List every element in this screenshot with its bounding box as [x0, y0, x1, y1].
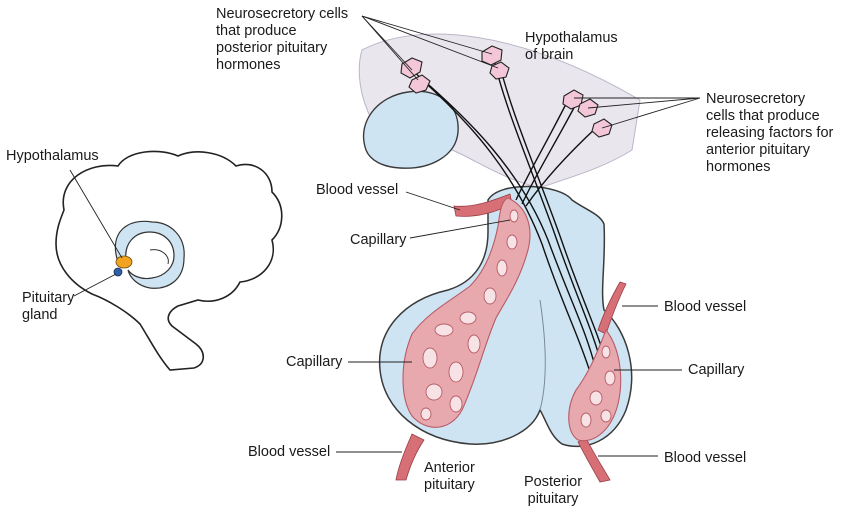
label-blood-vessel-lower-right: Blood vessel: [664, 450, 747, 466]
label-capillary-upper: Capillary: [350, 232, 407, 248]
label-pituitary-gland: Pituitary gland: [22, 290, 75, 323]
label-hypothalamus-of-brain: Hypothalamus of brain: [525, 30, 618, 63]
brain-outline: [55, 150, 283, 371]
label-blood-vessel-right: Blood vessel: [664, 299, 747, 315]
neuron-cell: [489, 61, 510, 80]
neuron-cell: [481, 45, 503, 66]
leader-lines: [69, 15, 701, 457]
lower-right-blood-vessel: [577, 437, 611, 483]
label-blood-vessel-lower-left: Blood vessel: [248, 444, 331, 460]
neurosecretory-cells: [400, 45, 613, 138]
posterior-capillary-network: [568, 328, 622, 442]
label-blood-vessel-upper: Blood vessel: [316, 182, 399, 198]
label-capillary-right: Capillary: [688, 362, 745, 378]
label-neurosecretory-posterior: Neurosecretory cells that produce poster…: [216, 6, 349, 73]
anterior-capillary-network: [402, 197, 531, 428]
brain-inset: [55, 150, 283, 371]
lower-left-blood-vessel: [395, 433, 425, 481]
corpus-callosum: [114, 220, 185, 289]
right-blood-vessel: [597, 281, 627, 335]
label-capillary-left: Capillary: [286, 354, 343, 370]
neuron-cell: [408, 74, 431, 94]
axon-bundle: [413, 59, 609, 373]
blood-vessels: [395, 193, 627, 483]
brain-inner-fold: [149, 249, 169, 265]
neuron-cell: [591, 118, 613, 138]
label-neurosecretory-anterior: Neurosecretory cells that produce releas…: [706, 91, 834, 175]
label-anterior-pituitary: Anterior pituitary: [424, 460, 475, 493]
hypothalamus-marker: [115, 255, 133, 269]
label-hypothalamus: Hypothalamus: [6, 148, 99, 164]
gland-lobe-divider: [539, 299, 546, 411]
neuron-cell: [400, 57, 423, 79]
label-posterior-pituitary: Posterior pituitary: [524, 474, 583, 507]
ventricle-bubble: [362, 90, 459, 169]
